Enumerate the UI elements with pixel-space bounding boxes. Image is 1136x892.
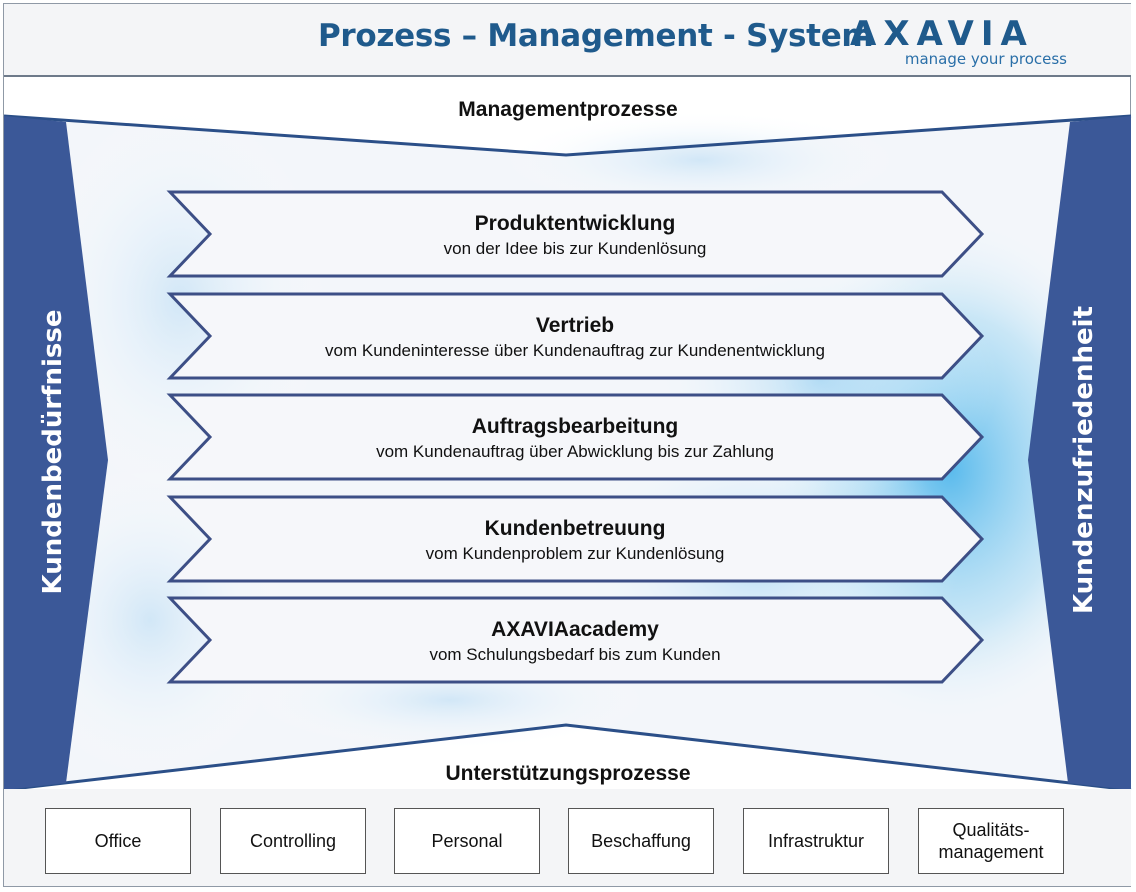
process-subtitle: von der Idee bis zur Kundenlösung [443, 239, 707, 258]
logo-tagline: manage your process [904, 50, 1067, 68]
process-produktentwicklung[interactable]: Produktentwicklung von der Idee bis zur … [170, 192, 980, 278]
support-box-label: Infrastruktur [767, 831, 865, 851]
management-wedge-line [3, 114, 1132, 157]
customer-satisfaction-label: Kundenzufriedenheit [1069, 305, 1099, 615]
axavia-logo: AXAVIA manage your process [850, 14, 1070, 70]
process-title: Auftragsbearbeitung [471, 415, 679, 438]
header-bar [4, 4, 1131, 77]
support-box-personal[interactable]: Personal [394, 808, 540, 874]
process-title: Vertrieb [535, 314, 615, 337]
support-box-label: Beschaffung [591, 831, 691, 851]
process-arrow-shape [166, 393, 985, 481]
process-auftragsbearbeitung[interactable]: Auftragsbearbeitung vom Kundenauftrag üb… [170, 395, 980, 481]
process-arrow-shape [166, 596, 985, 684]
process-title: Kundenbetreuung [484, 517, 666, 540]
process-subtitle: vom Kundenauftrag über Abwicklung bis zu… [376, 442, 774, 461]
cloud-shape [500, 110, 900, 210]
support-box-label: Controlling [249, 831, 337, 851]
process-arrow-shape [166, 190, 985, 278]
logo-wordmark: AXAVIA [850, 14, 1034, 54]
management-processes-label: Managementprozesse [458, 98, 678, 121]
process-subtitle: vom Kundenproblem zur Kundenlösung [425, 544, 725, 563]
right-side-panel [1028, 116, 1131, 790]
support-box-label: Personal [431, 831, 503, 851]
process-kundenbetreuung[interactable]: Kundenbetreuung vom Kundenproblem zur Ku… [170, 497, 980, 583]
process-vertrieb[interactable]: Vertrieb vom Kundeninteresse über Kunden… [170, 294, 980, 380]
support-box-label: Office [94, 831, 142, 851]
process-title: AXAVIAacademy [491, 618, 659, 641]
process-subtitle: vom Schulungsbedarf bis zum Kunden [429, 645, 721, 664]
process-arrow-shape [166, 292, 985, 380]
customer-needs-label: Kundenbedürfnisse [38, 309, 68, 595]
support-box-qualitaetsmanagement[interactable]: Qualitäts- management [918, 808, 1064, 874]
support-wedge-line [3, 723, 1132, 792]
left-side-panel [4, 116, 108, 790]
process-title: Produktentwicklung [474, 212, 676, 235]
support-box-label: Qualitäts- management [938, 820, 1044, 862]
support-box-beschaffung[interactable]: Beschaffung [568, 808, 714, 874]
page-title: Prozess – Management - System [318, 18, 874, 54]
support-box-controlling[interactable]: Controlling [220, 808, 366, 874]
support-box-infrastruktur[interactable]: Infrastruktur [743, 808, 889, 874]
support-box-office[interactable]: Office [45, 808, 191, 874]
process-arrow-shape [166, 495, 985, 583]
process-subtitle: vom Kundeninteresse über Kundenauftrag z… [325, 341, 825, 360]
support-processes-label: Unterstützungsprozesse [445, 762, 691, 785]
process-axavia-academy[interactable]: AXAVIAacademy vom Schulungsbedarf bis zu… [170, 598, 980, 684]
